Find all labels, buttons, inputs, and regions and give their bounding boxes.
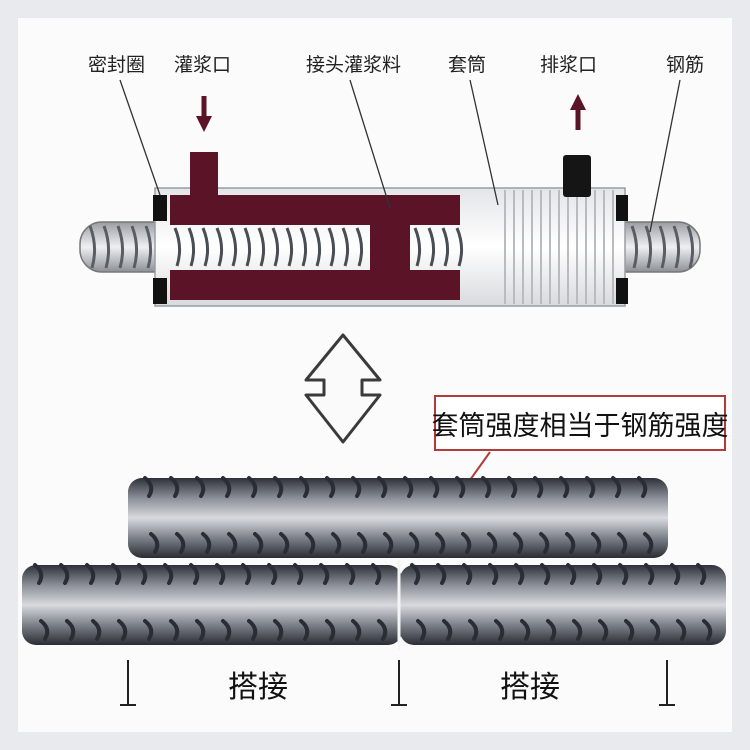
strength-callout: 套筒强度相当于钢筋强度 xyxy=(432,395,729,451)
leader-seal xyxy=(119,79,161,196)
grout-center-plug xyxy=(370,210,410,285)
upper-lap-rebar xyxy=(128,478,668,558)
left-rebar-ribs xyxy=(88,225,464,269)
label-rebar: 钢筋 xyxy=(666,54,705,76)
outlet-arrow-icon xyxy=(570,94,586,110)
grout-bottom xyxy=(170,270,460,300)
lower-left-rebar xyxy=(22,565,402,645)
label-grout-outlet: 排浆口 xyxy=(540,54,598,76)
seal-ring-bottom xyxy=(153,278,167,304)
leader-rebar xyxy=(649,79,681,233)
lap-label-left: 搭接 xyxy=(228,670,288,705)
label-grout-inlet: 灌浆口 xyxy=(174,54,232,76)
sleeve-corrugations xyxy=(504,190,614,304)
lap-diagram xyxy=(22,476,726,706)
lower-right-rebar xyxy=(400,565,726,645)
equivalence-arrow-icon xyxy=(304,333,382,444)
inlet-stub xyxy=(190,152,218,202)
label-joint-grout: 接头灌浆料 xyxy=(306,54,402,76)
lap-label-right: 搭接 xyxy=(500,670,560,705)
leader-sleeve xyxy=(469,79,499,206)
label-sleeve: 套筒 xyxy=(448,54,487,76)
inlet-arrow-icon xyxy=(196,116,212,132)
seal-ring-top xyxy=(153,195,167,221)
label-seal-ring: 密封圈 xyxy=(88,54,146,76)
outlet-stub xyxy=(563,155,591,197)
right-rebar-ribs xyxy=(630,225,695,269)
leader-grout xyxy=(349,79,391,209)
lap-rebar-ribs xyxy=(33,476,713,641)
sleeve-diagram xyxy=(79,79,701,307)
seal-ring-right-top xyxy=(616,195,628,221)
seal-ring-right-bottom xyxy=(616,278,628,304)
